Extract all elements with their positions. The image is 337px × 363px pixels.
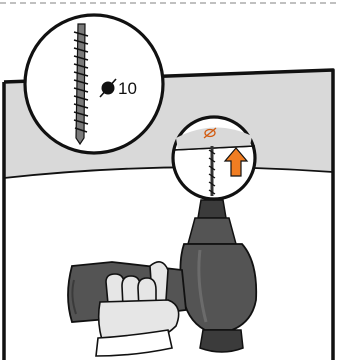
drill-body [179, 243, 258, 331]
diameter-icon [99, 78, 117, 98]
ceiling-edge-line [3, 166, 334, 179]
drill-chuck [197, 199, 227, 219]
hand [95, 261, 180, 357]
drill-detail-callout [171, 115, 257, 201]
drill-bit-in-callout [208, 146, 216, 196]
screw-detail-callout: 10 [23, 13, 165, 155]
screw-size-label: 10 [118, 79, 137, 98]
drill-hole-marker-icon [203, 127, 217, 139]
sleeve-cuff [95, 329, 173, 357]
screw-icon [73, 23, 89, 146]
drill-battery [199, 329, 244, 353]
drill-up-arrow-icon [223, 147, 249, 177]
drill-nose [187, 217, 237, 245]
callout-circle-screw [23, 13, 165, 155]
